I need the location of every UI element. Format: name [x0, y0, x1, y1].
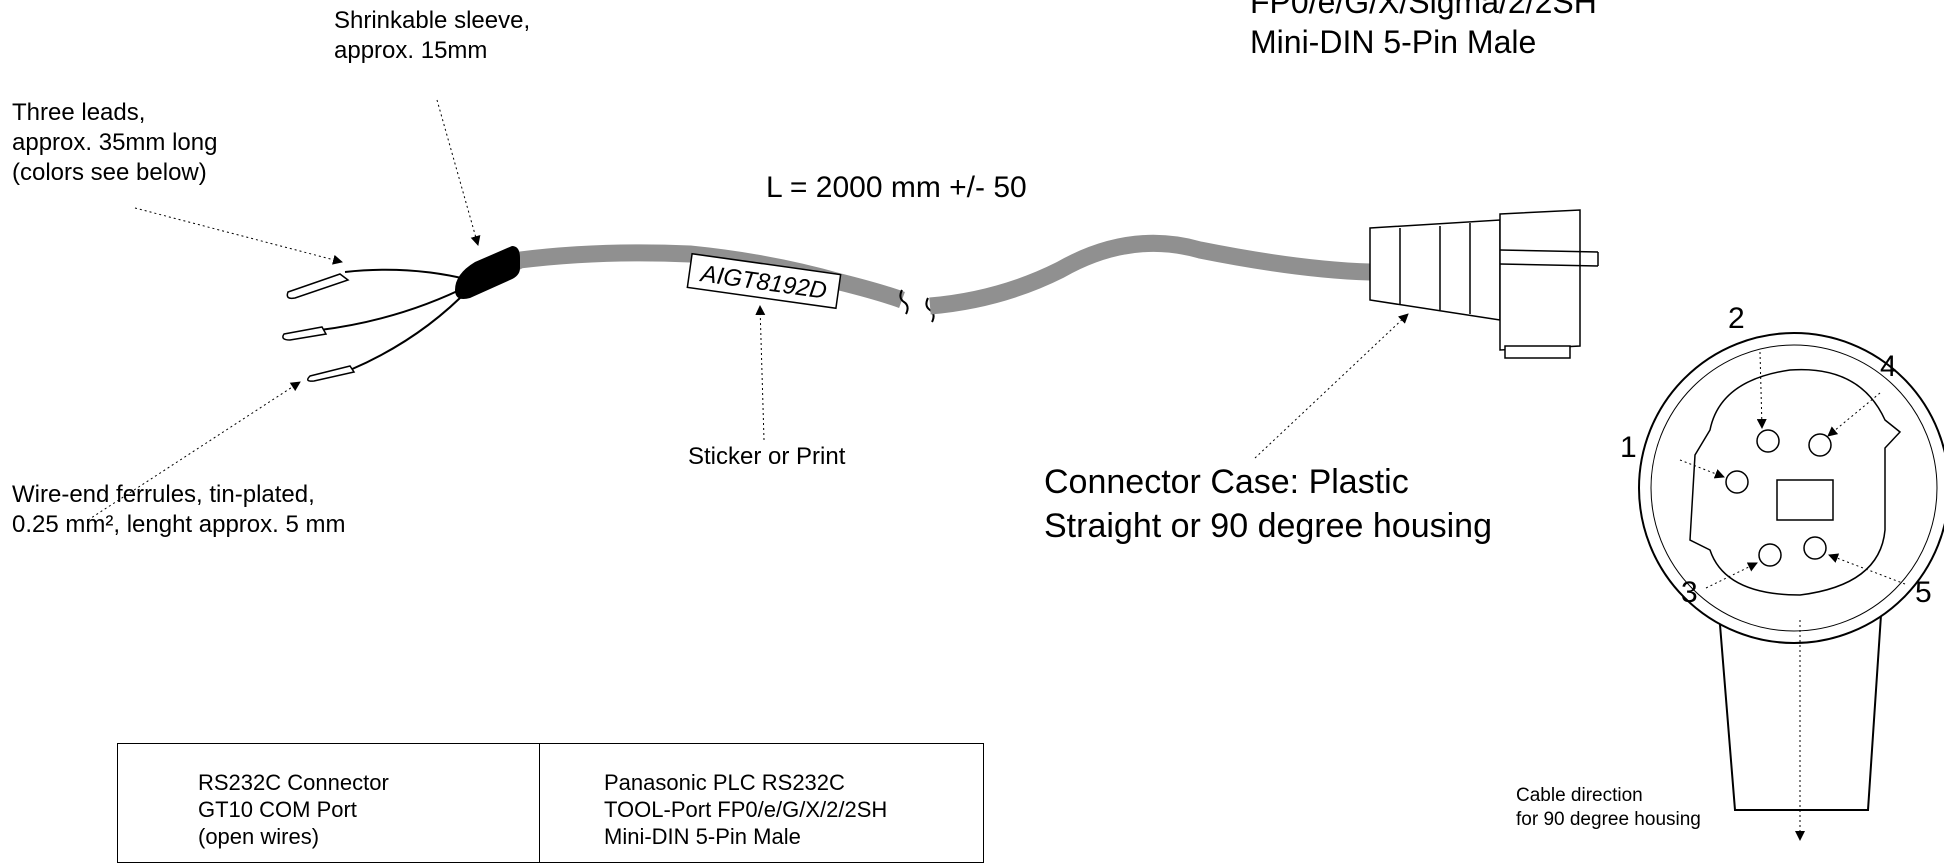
pin-3 — [1758, 543, 1782, 567]
pin-number-1: 1 — [1620, 431, 1637, 464]
connector-case-label: Connector Case: Plastic Straight or 90 d… — [1044, 463, 1492, 545]
pin-4 — [1808, 433, 1832, 457]
plc-type-label: FP0/e/G/X/Sigma/2/2SH Mini-DIN 5-Pin Mal… — [1250, 0, 1597, 60]
table-cell-gt10: RS232C Connector GT10 COM Port (open wir… — [198, 770, 389, 849]
leader-lines — [87, 99, 1906, 841]
cable-segment — [929, 234, 1371, 315]
pinout-table: RS232C Connector GT10 COM Port (open wir… — [117, 743, 984, 863]
cable-break-marks — [899, 289, 935, 323]
cable-direction-label: Cable direction for 90 degree housing — [1516, 785, 1701, 830]
connector-pins — [1725, 429, 1832, 567]
pin-number-3: 3 — [1681, 576, 1698, 609]
pin-number-5: 5 — [1915, 576, 1932, 609]
sticker-or-print-label: Sticker or Print — [688, 443, 846, 470]
table-cell-plc: Panasonic PLC RS232C TOOL-Port FP0/e/G/X… — [539, 744, 983, 862]
wire-end-ferrules — [282, 273, 356, 382]
pin-5 — [1803, 536, 1827, 560]
pin-number-2: 2 — [1728, 302, 1745, 335]
connector-housing — [1369, 209, 1599, 359]
pin-2 — [1756, 429, 1780, 453]
lead-wires — [319, 268, 471, 371]
shrink-sleeve — [455, 246, 520, 299]
pin-1 — [1725, 470, 1749, 494]
three-leads-label: Three leads, approx. 35mm long (colors s… — [12, 99, 218, 186]
pin-number-4: 4 — [1880, 350, 1897, 383]
wire-end-ferrules-label: Wire-end ferrules, tin-plated, 0.25 mm²,… — [12, 481, 346, 538]
shrinkable-sleeve-label: Shrinkable sleeve, approx. 15mm — [334, 7, 531, 64]
connector-face — [1638, 332, 1944, 811]
cable-length-label: L = 2000 mm +/- 50 — [766, 171, 1027, 204]
